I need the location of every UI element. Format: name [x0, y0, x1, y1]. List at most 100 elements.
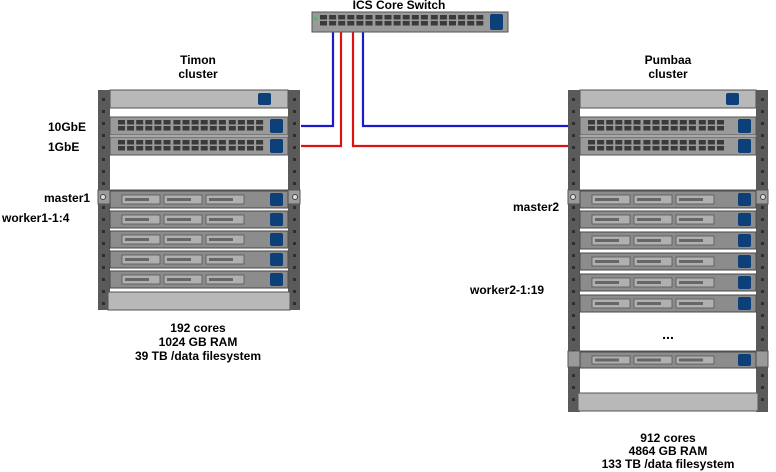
switch-port — [643, 140, 651, 145]
drive-handle — [125, 238, 149, 241]
switch-port — [670, 126, 678, 131]
switch-port — [606, 126, 614, 131]
timon-worker-2 — [109, 230, 289, 249]
rail-hole — [293, 302, 296, 305]
drive-handle — [167, 218, 191, 221]
switch-port — [688, 140, 696, 145]
timon-worker-3 — [109, 250, 289, 269]
rail-hole — [572, 302, 575, 305]
power-button — [270, 213, 283, 226]
rail-hole — [761, 338, 764, 341]
switch-port — [670, 120, 678, 125]
drive-handle — [679, 260, 703, 263]
rack-screw — [760, 194, 766, 200]
switch-port — [247, 146, 254, 151]
switch-port — [458, 21, 466, 26]
link-1gbe-pumbaa — [351, 30, 580, 148]
switch-port — [633, 126, 641, 131]
switch-port — [182, 120, 190, 125]
switch-port — [476, 21, 484, 26]
rail-hole — [761, 170, 764, 173]
rail-hole — [572, 122, 575, 125]
switch-port — [375, 15, 383, 20]
pumbaa-master2 — [579, 190, 757, 209]
timon-rack — [97, 89, 301, 311]
switch-port — [365, 21, 373, 26]
switch-port — [347, 21, 355, 26]
label-master1: master1 — [44, 191, 91, 205]
power-button — [738, 193, 751, 206]
switch-port — [698, 120, 706, 125]
timon-switch-10gbe — [109, 116, 289, 136]
label-master2: master2 — [513, 200, 560, 214]
rail-hole — [102, 218, 105, 221]
switch-port — [606, 140, 614, 145]
rail-hole — [102, 134, 105, 137]
drive-handle — [595, 260, 619, 263]
rail-hole — [761, 158, 764, 161]
switch-port — [606, 146, 614, 151]
rail-hole — [293, 230, 296, 233]
switch-port — [439, 15, 447, 20]
rail-hole — [761, 266, 764, 269]
rail-hole — [572, 254, 575, 257]
switch-port — [209, 120, 217, 125]
switch-port — [237, 146, 245, 151]
switch-port — [588, 120, 595, 125]
pumbaa-worker-1 — [579, 210, 757, 229]
rail-hole — [293, 134, 296, 137]
pumbaa-cluster-subtitle: cluster — [648, 67, 688, 81]
switch-port — [154, 126, 162, 131]
switch-port — [707, 120, 715, 125]
pumbaa-worker-4 — [579, 273, 757, 292]
switch-port — [163, 140, 171, 145]
rail-hole — [761, 290, 764, 293]
switch-port — [127, 120, 135, 125]
switch-port — [329, 21, 337, 26]
timon-bottom-panel-face — [107, 291, 291, 311]
drive-handle — [679, 198, 703, 201]
rail-hole — [102, 158, 105, 161]
drive-handle — [679, 358, 703, 362]
timon-worker-1 — [109, 210, 289, 229]
power-button — [270, 233, 283, 246]
switch-port — [393, 21, 401, 26]
rail-hole — [293, 254, 296, 257]
switch-port — [688, 146, 696, 151]
drive-handle — [209, 218, 233, 221]
rail-hole — [293, 98, 296, 101]
rail-hole — [761, 254, 764, 257]
switch-port — [182, 126, 190, 131]
rail-hole — [102, 122, 105, 125]
rail-hole — [761, 242, 764, 245]
rail-hole — [761, 134, 764, 137]
switch-port — [237, 126, 245, 131]
drive-handle — [595, 358, 619, 362]
switch-port — [643, 120, 651, 125]
switch-port — [228, 146, 236, 151]
pumbaa-worker-last — [579, 351, 757, 369]
switch-port — [228, 126, 236, 131]
switch-port — [661, 146, 669, 151]
switch-port — [145, 126, 153, 131]
rail-hole — [761, 218, 764, 221]
switch-port — [118, 120, 125, 125]
rail-hole — [102, 170, 105, 173]
switch-port — [411, 21, 419, 26]
label-worker1: worker1-1:4 — [2, 211, 70, 225]
rail-hole — [572, 182, 575, 185]
switch-port — [200, 146, 208, 151]
drive-handle — [637, 198, 661, 201]
rail-hole — [572, 278, 575, 281]
switch-port — [707, 140, 715, 145]
switch-port — [439, 21, 447, 26]
pumbaa-switch-1gbe — [579, 136, 757, 156]
rail-hole — [572, 338, 575, 341]
switch-port — [679, 146, 687, 151]
switch-port — [191, 120, 199, 125]
drive-handle — [167, 258, 191, 261]
pumbaa-worker-3 — [579, 252, 757, 271]
rail-hole — [572, 206, 575, 209]
switch-port — [320, 21, 327, 26]
switch-port — [329, 15, 337, 20]
